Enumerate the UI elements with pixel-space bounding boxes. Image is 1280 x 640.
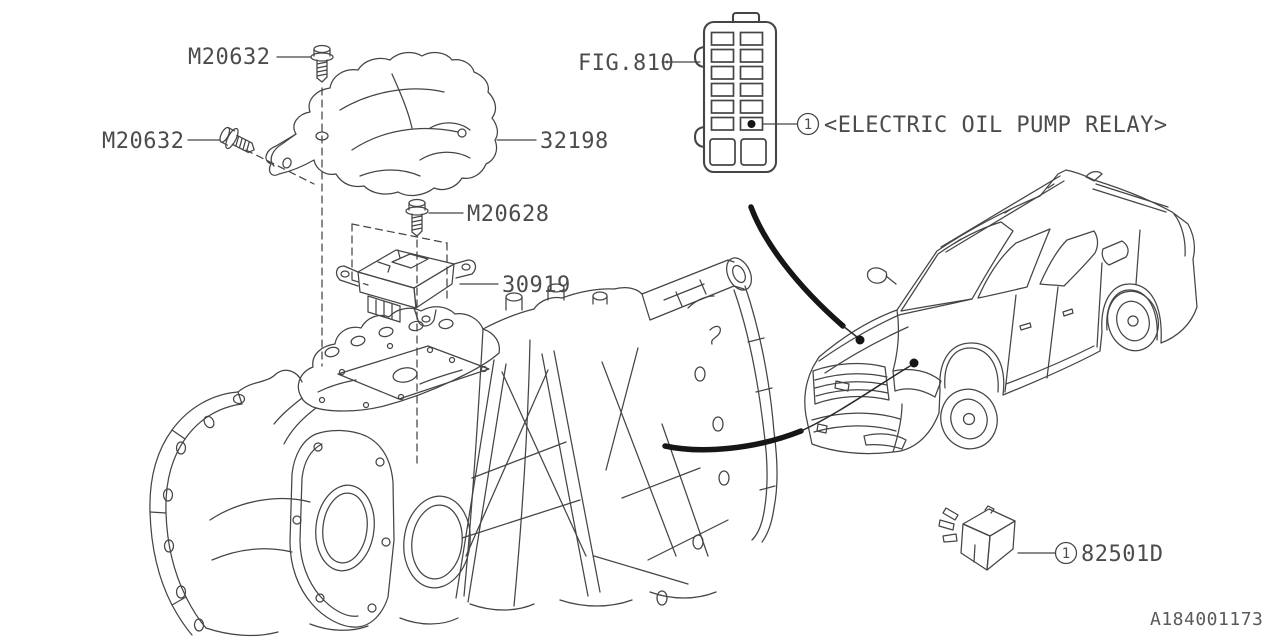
bolt-side-icon bbox=[216, 122, 260, 161]
callout-number-relay: 1 bbox=[1062, 546, 1070, 562]
callout-circle-connector bbox=[796, 112, 820, 136]
label-heat-shield: 32198 bbox=[540, 129, 609, 154]
hood-location-dot-2 bbox=[909, 358, 919, 368]
label-bolt-side: M20632 bbox=[102, 129, 184, 154]
location-leader-curves bbox=[662, 204, 919, 453]
vehicle-drawing bbox=[804, 169, 1198, 455]
label-figure-ref: FIG.810 bbox=[578, 51, 674, 76]
label-control-unit: 30919 bbox=[502, 273, 571, 298]
label-relay-note: <ELECTRIC OIL PUMP RELAY> bbox=[824, 113, 1168, 138]
heat-shield-drawing bbox=[265, 51, 499, 197]
label-unit-bolt: M20628 bbox=[467, 202, 549, 227]
bolt-top-icon bbox=[310, 44, 334, 83]
label-bolt-top: M20632 bbox=[188, 45, 270, 70]
relay-slot-dot bbox=[747, 120, 756, 128]
drawing-number: A184001173 bbox=[1150, 609, 1263, 630]
label-relay-part: 82501D bbox=[1081, 542, 1163, 567]
connector-cells bbox=[709, 31, 767, 166]
leader-lines bbox=[187, 56, 1056, 554]
callout-labels: M20632 M20632 32198 M20628 30919 FIG.810… bbox=[102, 45, 1263, 630]
bolt-unit-icon bbox=[405, 198, 429, 237]
assembly-dashed-lines bbox=[245, 87, 448, 469]
control-unit-drawing bbox=[335, 249, 477, 327]
relay-drawing bbox=[938, 505, 1016, 571]
callout-circle-relay bbox=[1054, 541, 1078, 565]
hood-location-dot-1 bbox=[855, 335, 865, 345]
callout-number-connector: 1 bbox=[804, 117, 812, 133]
transmission-drawing bbox=[149, 257, 778, 637]
connector-box-drawing bbox=[693, 11, 778, 174]
